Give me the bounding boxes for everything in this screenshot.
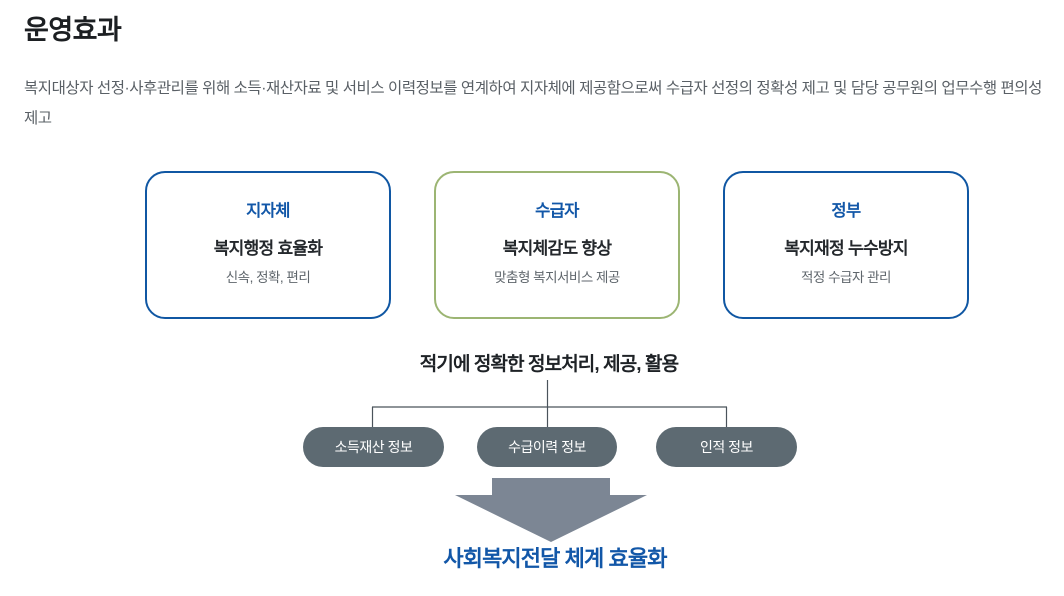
info-pill-label: 인적 정보 <box>700 439 753 455</box>
down-arrow-icon <box>455 478 647 542</box>
outcome-card-title: 정부 <box>831 202 861 220</box>
outcome-card-local-government: 지자체 복지행정 효율화 신속, 정확, 편리 <box>145 171 391 319</box>
outcome-card-main-text: 복지행정 효율화 <box>213 239 323 258</box>
info-pill-income-asset[interactable]: 소득재산 정보 <box>303 427 444 467</box>
conclusion-label: 사회복지전달 체계 효율화 <box>443 546 667 571</box>
mid-caption: 적기에 정확한 정보처리, 제공, 활용 <box>0 352 1064 378</box>
outcome-card-sub-text: 맞춤형 복지서비스 제공 <box>494 270 620 285</box>
conclusion-text: 사회복지전달 체계 효율화 <box>0 544 1064 574</box>
outcome-card-government: 정부 복지재정 누수방지 적정 수급자 관리 <box>723 171 969 319</box>
info-pill-label: 수급이력 정보 <box>508 439 586 455</box>
outcome-card-beneficiary: 수급자 복지체감도 향상 맞춤형 복지서비스 제공 <box>434 171 680 319</box>
outcome-card-main-text: 복지재정 누수방지 <box>784 239 908 258</box>
outcome-card-title: 수급자 <box>535 202 579 220</box>
page-title: 운영효과 <box>24 15 122 45</box>
info-pill-personal[interactable]: 인적 정보 <box>656 427 797 467</box>
outcome-card-main-text: 복지체감도 향상 <box>502 239 612 258</box>
outcome-card-group: 지자체 복지행정 효율화 신속, 정확, 편리 수급자 복지체감도 향상 맞춤형… <box>145 171 969 321</box>
page-description: 복지대상자 선정·사후관리를 위해 소득·재산자료 및 서비스 이력정보를 연계… <box>24 80 1042 127</box>
connector-tree <box>371 380 728 427</box>
info-pill-benefit-history[interactable]: 수급이력 정보 <box>477 427 617 467</box>
outcome-card-sub-text: 적정 수급자 관리 <box>801 270 891 285</box>
outcome-card-sub-text: 신속, 정확, 편리 <box>225 270 311 285</box>
info-pill-label: 소득재산 정보 <box>334 439 413 455</box>
down-arrow-shape <box>455 478 647 542</box>
outcome-card-title: 지자체 <box>246 202 290 220</box>
mid-caption-text: 적기에 정확한 정보처리, 제공, 활용 <box>419 354 679 375</box>
